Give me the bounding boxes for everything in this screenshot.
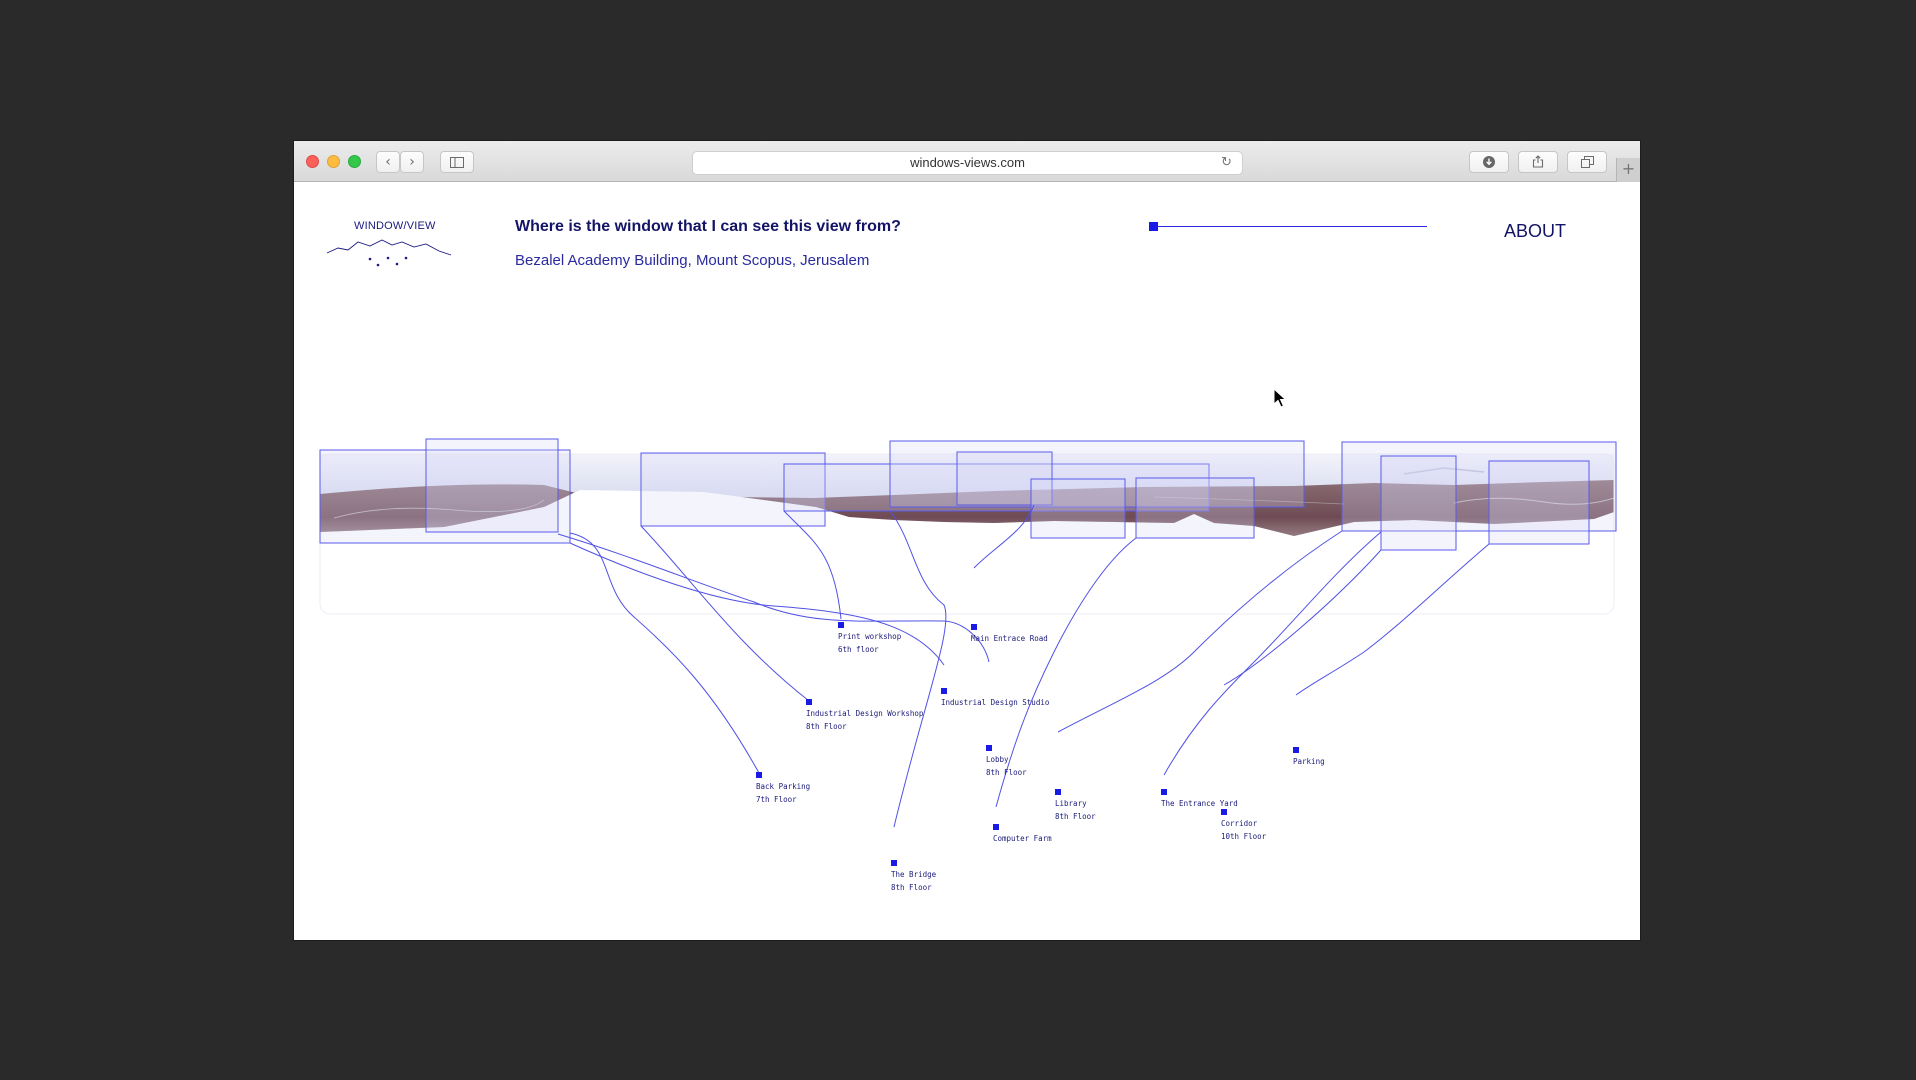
reload-icon[interactable]: ↻ xyxy=(1221,155,1232,170)
marker-the-bridge[interactable]: The Bridge 8th Floor xyxy=(891,860,937,892)
zoom-window-button[interactable] xyxy=(348,155,361,168)
back-button[interactable]: ‹ xyxy=(376,151,400,173)
location-subtitle: Bezalel Academy Building, Mount Scopus, … xyxy=(515,252,870,269)
plus-icon: + xyxy=(1621,159,1636,178)
marker-label: Back Parking xyxy=(756,782,810,791)
marker-label: The Entrance Yard xyxy=(1161,799,1238,808)
marker-back-parking[interactable]: Back Parking 7th Floor xyxy=(756,772,810,804)
marker-industrial-design-studio[interactable]: Industrial Design Studio xyxy=(941,688,1050,707)
forward-icon: › xyxy=(409,154,415,170)
marker-floor-label: 8th Floor xyxy=(806,722,847,731)
view-frame-industrial-design-workshop[interactable] xyxy=(640,452,826,527)
address-bar[interactable]: windows-views.com ↻ xyxy=(692,151,1243,175)
marker-main-entrance-road[interactable]: Main Entrace Road xyxy=(971,624,1048,643)
marker-computer-farm[interactable]: Computer Farm xyxy=(993,824,1052,843)
marker-the-entrance-yard[interactable]: The Entrance Yard xyxy=(1161,789,1238,808)
site-logo-text[interactable]: WINDOW/VIEW xyxy=(354,220,436,232)
marker-square[interactable] xyxy=(1161,789,1167,795)
marker-square[interactable] xyxy=(986,745,992,751)
tab-overview-button[interactable] xyxy=(1567,151,1607,173)
sidebar-button[interactable] xyxy=(440,151,474,173)
marker-square[interactable] xyxy=(993,824,999,830)
marker-parking[interactable]: Parking xyxy=(1293,747,1325,766)
marker-print-workshop[interactable]: Print workshop 6th floor xyxy=(838,622,902,654)
marker-floor-label: 8th Floor xyxy=(986,768,1027,777)
page-question: Where is the window that I can see this … xyxy=(515,218,901,235)
marker-label: Main Entrace Road xyxy=(971,634,1048,643)
downloads-button[interactable] xyxy=(1469,151,1509,173)
marker-label: Lobby xyxy=(986,755,1009,764)
window-view-map: Print workshop 6th floor Main Entrace Road… xyxy=(319,438,1617,892)
view-frame-industrial-design-studio[interactable] xyxy=(783,463,1210,512)
marker-industrial-design-workshop[interactable]: Industrial Design Workshop 8th Floor xyxy=(806,699,924,731)
share-button[interactable] xyxy=(1518,151,1558,173)
marker-floor-label: 10th Floor xyxy=(1221,832,1267,841)
view-frame-back-parking[interactable] xyxy=(319,449,571,544)
mountain-logo-icon[interactable] xyxy=(326,237,452,273)
marker-square[interactable] xyxy=(971,624,977,630)
minimize-window-button[interactable] xyxy=(327,155,340,168)
marker-label: Library xyxy=(1055,799,1087,808)
mouse-pointer-icon xyxy=(1273,388,1287,408)
browser-toolbar: ‹ › windows-views.com ↻ xyxy=(294,141,1640,182)
view-slider[interactable] xyxy=(1149,220,1429,232)
view-frame-main-entrance-road[interactable] xyxy=(1030,478,1126,539)
connector-lines xyxy=(557,504,1490,828)
share-icon xyxy=(1532,155,1544,168)
web-page: WINDOW/VIEW Where is the window that I c… xyxy=(294,182,1640,940)
marker-square[interactable] xyxy=(838,622,844,628)
marker-floor-label: 8th Floor xyxy=(891,883,932,892)
marker-square[interactable] xyxy=(1293,747,1299,753)
url-text: windows-views.com xyxy=(910,155,1025,170)
marker-label: Industrial Design Workshop xyxy=(806,709,924,718)
marker-label: Parking xyxy=(1293,757,1325,766)
forward-button[interactable]: › xyxy=(400,151,424,173)
marker-label: Computer Farm xyxy=(993,834,1052,843)
view-frame-computer-farm-2[interactable] xyxy=(1135,477,1255,539)
marker-floor-label: 8th Floor xyxy=(1055,812,1096,821)
sidebar-icon xyxy=(450,157,464,168)
tabs-icon xyxy=(1580,156,1594,168)
view-frame-corridor[interactable] xyxy=(1380,455,1457,551)
marker-label: Corridor xyxy=(1221,819,1258,828)
marker-square[interactable] xyxy=(756,772,762,778)
marker-square[interactable] xyxy=(1221,809,1227,815)
marker-label: The Bridge xyxy=(891,870,937,879)
about-link[interactable]: ABOUT xyxy=(1504,221,1567,241)
view-frame-lobby[interactable] xyxy=(425,438,559,533)
marker-lobby[interactable]: Lobby 8th Floor xyxy=(986,745,1027,777)
view-frames xyxy=(319,438,1617,551)
back-icon: ‹ xyxy=(385,154,391,170)
marker-floor-label: 7th Floor xyxy=(756,795,797,804)
marker-square[interactable] xyxy=(891,860,897,866)
view-frame-library[interactable] xyxy=(1341,441,1617,532)
browser-window: ‹ › windows-views.com ↻ xyxy=(294,141,1640,940)
download-icon xyxy=(1483,156,1495,168)
slider-track[interactable] xyxy=(1155,226,1427,227)
new-tab-button[interactable]: + xyxy=(1616,158,1640,182)
marker-library[interactable]: Library 8th Floor xyxy=(1055,789,1096,821)
marker-square[interactable] xyxy=(806,699,812,705)
marker-square[interactable] xyxy=(941,688,947,694)
marker-floor-label: 6th floor xyxy=(838,645,879,654)
close-window-button[interactable] xyxy=(306,155,319,168)
slider-handle[interactable] xyxy=(1149,222,1158,231)
marker-label: Print workshop xyxy=(838,632,902,641)
marker-corridor[interactable]: Corridor 10th Floor xyxy=(1221,809,1267,841)
view-frame-parking[interactable] xyxy=(1488,460,1590,545)
marker-square[interactable] xyxy=(1055,789,1061,795)
marker-label: Industrial Design Studio xyxy=(941,698,1050,707)
